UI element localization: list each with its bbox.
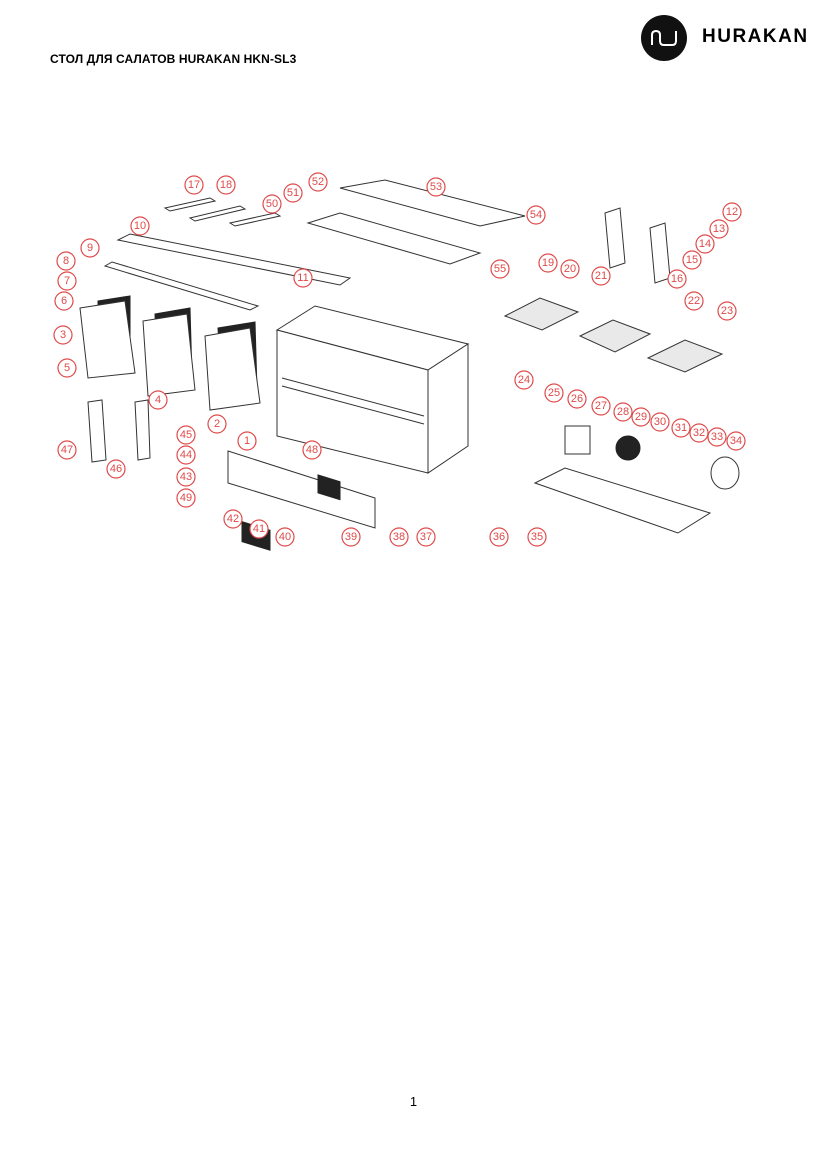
svg-text:25: 25 [548,387,560,399]
svg-text:40: 40 [279,531,291,543]
svg-text:21: 21 [595,270,607,282]
svg-text:22: 22 [688,295,700,307]
bracket-part [649,222,671,284]
svg-text:42: 42 [227,513,239,525]
svg-text:45: 45 [180,429,192,441]
svg-text:51: 51 [287,187,299,199]
leg-part [134,399,151,461]
exploded-parts-diagram: 1 2 3 4 5 6 7 8 9 10 11 12 13 14 15 16 1… [53,172,746,551]
svg-text:4: 4 [155,394,161,406]
svg-text:17: 17 [188,179,200,191]
condenser-part [564,425,591,455]
svg-text:47: 47 [61,444,73,456]
brand-name: HURAKAN [702,26,809,47]
svg-text:2: 2 [214,418,220,430]
svg-text:3: 3 [60,329,66,341]
svg-text:52: 52 [312,176,324,188]
svg-text:26: 26 [571,393,583,405]
cabinet-body [275,305,470,474]
svg-text:16: 16 [671,273,683,285]
top-panel-part [306,212,482,265]
svg-text:7: 7 [64,275,70,287]
svg-text:35: 35 [531,531,543,543]
svg-text:9: 9 [87,242,93,254]
doors-group [79,295,261,411]
shelves-group [503,297,724,373]
svg-text:38: 38 [393,531,405,543]
svg-text:19: 19 [542,257,554,269]
svg-text:14: 14 [699,238,711,250]
svg-text:31: 31 [675,422,687,434]
svg-text:46: 46 [110,463,122,475]
svg-text:6: 6 [61,295,67,307]
svg-text:24: 24 [518,374,530,386]
svg-text:55: 55 [494,263,506,275]
svg-text:50: 50 [266,198,278,210]
svg-text:32: 32 [693,427,705,439]
svg-text:23: 23 [721,305,733,317]
logo-mark-icon [641,15,687,61]
svg-text:15: 15 [686,254,698,266]
svg-text:18: 18 [220,179,232,191]
svg-text:39: 39 [345,531,357,543]
svg-text:12: 12 [726,206,738,218]
page-title: СТОЛ ДЛЯ САЛАТОВ HURAKAN HKN-SL3 [50,52,297,66]
strip-part [116,233,352,286]
strip-part [103,261,260,311]
base-plate [533,467,712,534]
svg-text:53: 53 [430,181,442,193]
svg-text:1: 1 [244,435,250,447]
top-panel-part [339,179,526,227]
svg-text:43: 43 [180,471,192,483]
svg-text:37: 37 [420,531,432,543]
svg-text:13: 13 [713,223,725,235]
page-number: 1 [409,1094,418,1109]
bracket-part [604,207,626,269]
svg-text:5: 5 [64,362,70,374]
svg-text:54: 54 [530,209,542,221]
svg-text:11: 11 [297,272,308,284]
svg-text:33: 33 [711,431,723,443]
svg-text:27: 27 [595,400,607,412]
svg-text:49: 49 [180,492,192,504]
svg-text:20: 20 [564,263,576,275]
top-rail-parts [163,197,282,227]
fan-part [615,435,641,461]
svg-text:36: 36 [493,531,505,543]
svg-text:10: 10 [134,220,146,232]
callouts: 1 2 3 4 5 6 7 8 9 10 11 12 13 14 15 16 1… [53,172,746,547]
svg-text:41: 41 [253,523,265,535]
compressor-part [710,456,740,490]
leg-part [87,399,107,463]
svg-text:48: 48 [306,444,318,456]
svg-text:44: 44 [180,449,192,461]
svg-text:28: 28 [617,406,629,418]
svg-text:8: 8 [63,255,69,267]
brand-logo: HURAKAN [641,15,811,61]
svg-text:30: 30 [654,416,666,428]
svg-text:34: 34 [730,435,742,447]
svg-text:29: 29 [635,411,647,423]
